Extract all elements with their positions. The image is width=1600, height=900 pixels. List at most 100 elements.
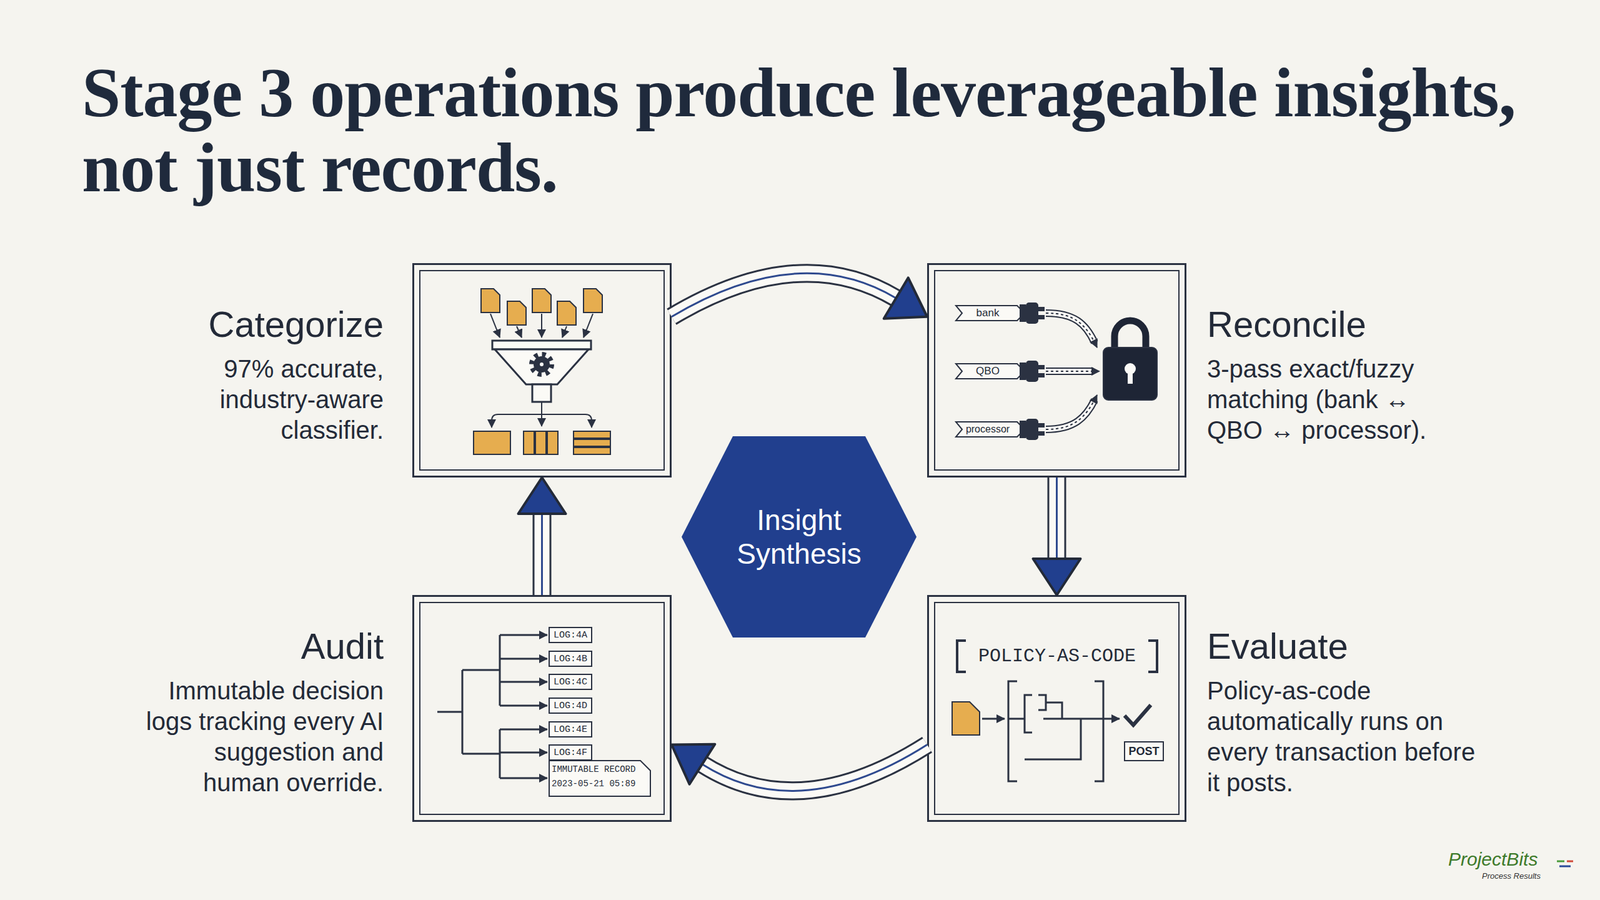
plug-ring [1020,421,1026,438]
bracket [1024,694,1033,733]
icon-label: POST [1124,741,1164,761]
arrow-band-outline [702,744,928,791]
step-description: EvaluatePolicy-as-code automatically run… [1207,625,1476,798]
plug [1026,361,1038,382]
plug-ring [1020,304,1026,322]
bracket [1094,680,1104,781]
rule-line [1008,717,1025,720]
hexagon-node: Insight Synthesis [681,436,917,638]
step-heading: Reconcile [1207,303,1464,345]
icon-frame: EvaluatePolicy-as-code automatically run… [927,594,1187,822]
logo-dash [1556,860,1565,863]
hexagon-text-column: Insight Synthesis [717,502,881,571]
match-pipe [1045,313,1095,343]
reconcile-icon [955,303,1158,440]
icon-label: LOG:4C [549,674,592,690]
hexagon-shape [681,436,917,638]
icon-frame: Categorize97% accurate, industry-aware c… [412,263,672,478]
step-heading: Categorize [139,303,384,345]
icon-label: POLICY-AS-CODE [967,643,1148,669]
icon-label: LOG:4B [549,650,592,666]
bracket [1038,694,1046,710]
output-bar [573,439,611,447]
match-pipe [1045,399,1095,430]
icon-label: 2023-05-21 05:89 [551,777,646,790]
step-body: 3-pass exact/fuzzy matching (bank ↔ QBO … [1207,353,1464,446]
icon-frame: Reconcile3-pass exact/fuzzy matching (ba… [927,263,1187,478]
icon-label: LOG:4A [549,627,592,643]
output-bar [535,431,547,455]
rule-line [1045,702,1063,719]
flow-arrow [516,326,522,338]
bracket [957,640,966,672]
step-body: Immutable decision logs tracking every A… [133,675,384,798]
arrow-band-outline [532,513,552,595]
tree-arrow [499,728,548,731]
tree-arrow [499,680,548,683]
flow-arrow [541,313,543,338]
arrow-band-fill [702,744,928,791]
document-icon [583,288,603,313]
record-card [549,760,651,796]
step-heading: Audit [133,625,384,667]
log-box [549,650,592,666]
icon-label: processor [959,421,1017,437]
watermark: ProjectBits [1448,847,1561,871]
step-description: Categorize97% accurate, industry-aware c… [139,303,384,446]
match-pipe [1045,399,1095,430]
tree-arrow [499,751,548,754]
log-box [549,721,592,737]
bracket [1148,640,1158,672]
icon-label: LOG:4E [549,721,592,737]
arrow-head [1033,558,1081,595]
bracket [1008,680,1018,781]
arrow-head [518,477,567,514]
match-line [1045,370,1100,372]
flow-arrow [982,717,1005,720]
tree-line [461,669,464,754]
output-bar [523,431,535,455]
logo-dash [1559,865,1571,868]
plug-prong [1037,373,1044,377]
plug-prong [1037,307,1044,311]
logo-dash [1566,860,1574,863]
source-tag [955,305,1025,321]
document-icon [507,301,527,325]
cycle-arrow [671,744,928,791]
plug [1026,303,1038,323]
plug-prong [1037,423,1044,427]
plug-prong [1037,431,1044,435]
cycle-arrow [518,477,567,595]
document-icon [557,301,577,325]
tree-line [462,752,500,755]
match-line [1045,313,1098,348]
tree-arrow [499,634,548,637]
logo-mark [1556,860,1574,866]
document-icon [952,701,980,735]
hexagon-fill [681,436,917,638]
step-description: Reconcile 3-pass exact/fuzzy matching (ba… [1207,303,1464,446]
tree-line [499,729,502,778]
tree-arrow [499,704,548,707]
document-icon [481,288,500,313]
post-box [1124,741,1164,761]
evaluate-icon [952,640,1164,781]
source-tag [955,363,1025,379]
match-line [1045,394,1098,430]
arrow-band-fill [671,273,896,317]
tree-line [462,669,500,671]
tree-arrow [499,777,548,780]
lock-body [1103,347,1158,400]
arrow-band-line [541,513,543,595]
flow-arrow [583,313,593,338]
plug [1026,419,1038,440]
tree-arrow [499,657,548,660]
log-box [549,744,592,760]
source-tag [955,421,1025,437]
lock-shackle [1114,320,1146,350]
arrow-band-line [671,273,896,317]
log-box [549,697,592,713]
flow-arrow [541,414,592,428]
